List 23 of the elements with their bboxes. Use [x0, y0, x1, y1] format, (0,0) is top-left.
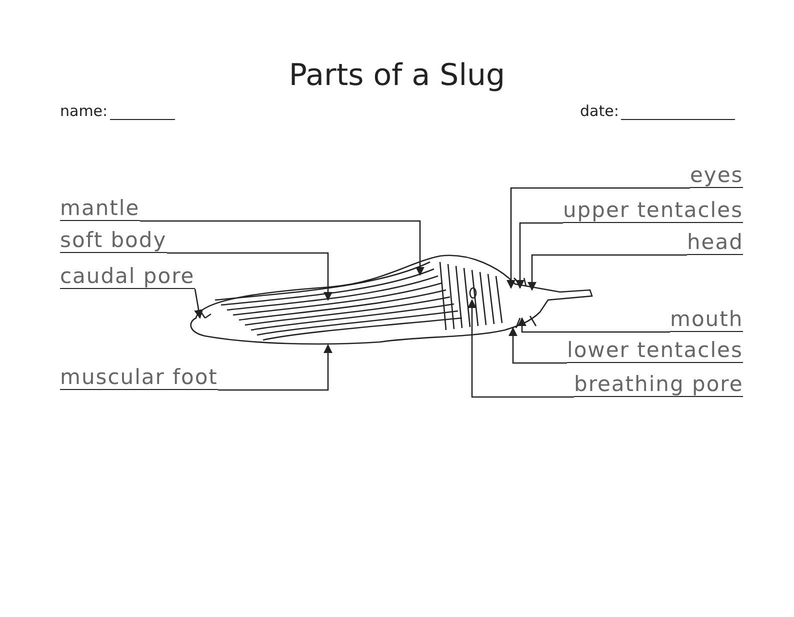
- part-label: mouth: [670, 307, 744, 332]
- field-label: date:: [580, 102, 619, 120]
- field-label: name:: [60, 102, 108, 120]
- leader-line: [167, 252, 333, 301]
- leader-line: [194, 288, 204, 319]
- part-label: eyes: [690, 163, 744, 188]
- part-label: caudal pore: [60, 264, 195, 289]
- part-label: mantle: [60, 196, 140, 221]
- leader-line: [506, 187, 690, 289]
- leader-line: [515, 222, 563, 289]
- part-label: muscular foot: [60, 365, 218, 390]
- part-label: head: [687, 230, 744, 255]
- leader-line: [517, 317, 670, 333]
- leader-line: [140, 220, 425, 276]
- leader-line: [527, 254, 687, 291]
- part-label: lower tentacles: [567, 338, 743, 363]
- leader-line: [218, 344, 333, 391]
- leader-line: [508, 327, 567, 364]
- title: Parts of a Slug: [288, 58, 506, 93]
- part-label: upper tentacles: [563, 198, 744, 223]
- part-label: soft body: [60, 228, 167, 253]
- leader-line: [467, 299, 574, 398]
- part-label: breathing pore: [574, 372, 744, 397]
